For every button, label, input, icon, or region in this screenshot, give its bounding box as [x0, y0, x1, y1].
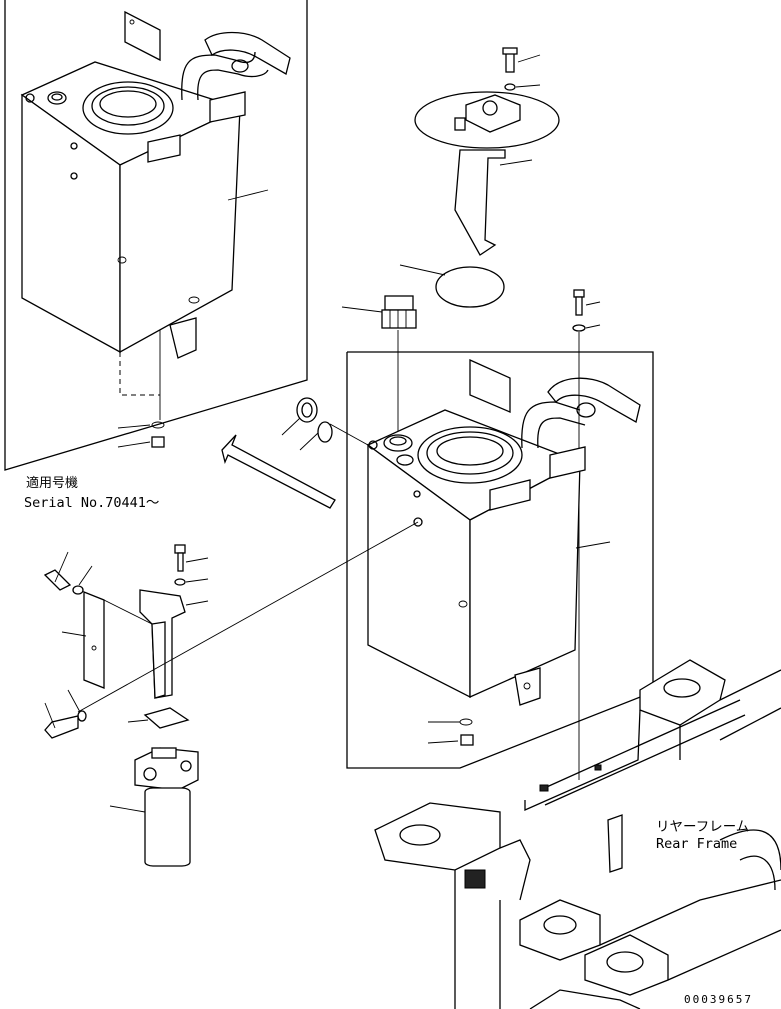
sight-gauge [281, 397, 369, 451]
applicable-models-label: 適用号機 [26, 475, 78, 491]
drawing-number: 00039657 [684, 993, 753, 1006]
inset-hydraulic-tank [20, 10, 291, 448]
rear-frame-label-jp: リヤーフレーム [656, 819, 749, 835]
main-frame [346, 351, 654, 769]
level-sensor-assembly [399, 47, 560, 308]
right-bolt [572, 289, 601, 780]
rear-frame-label-en: Rear Frame [656, 836, 737, 852]
filter-bracket-assembly [43, 521, 419, 867]
reference-arrow [221, 434, 336, 509]
filler-cap [341, 295, 417, 440]
serial-number-label: Serial No.70441～ [24, 495, 159, 511]
main-hydraulic-tank [366, 358, 641, 746]
inset-frame [4, 0, 308, 471]
rear-frame [374, 659, 781, 1009]
